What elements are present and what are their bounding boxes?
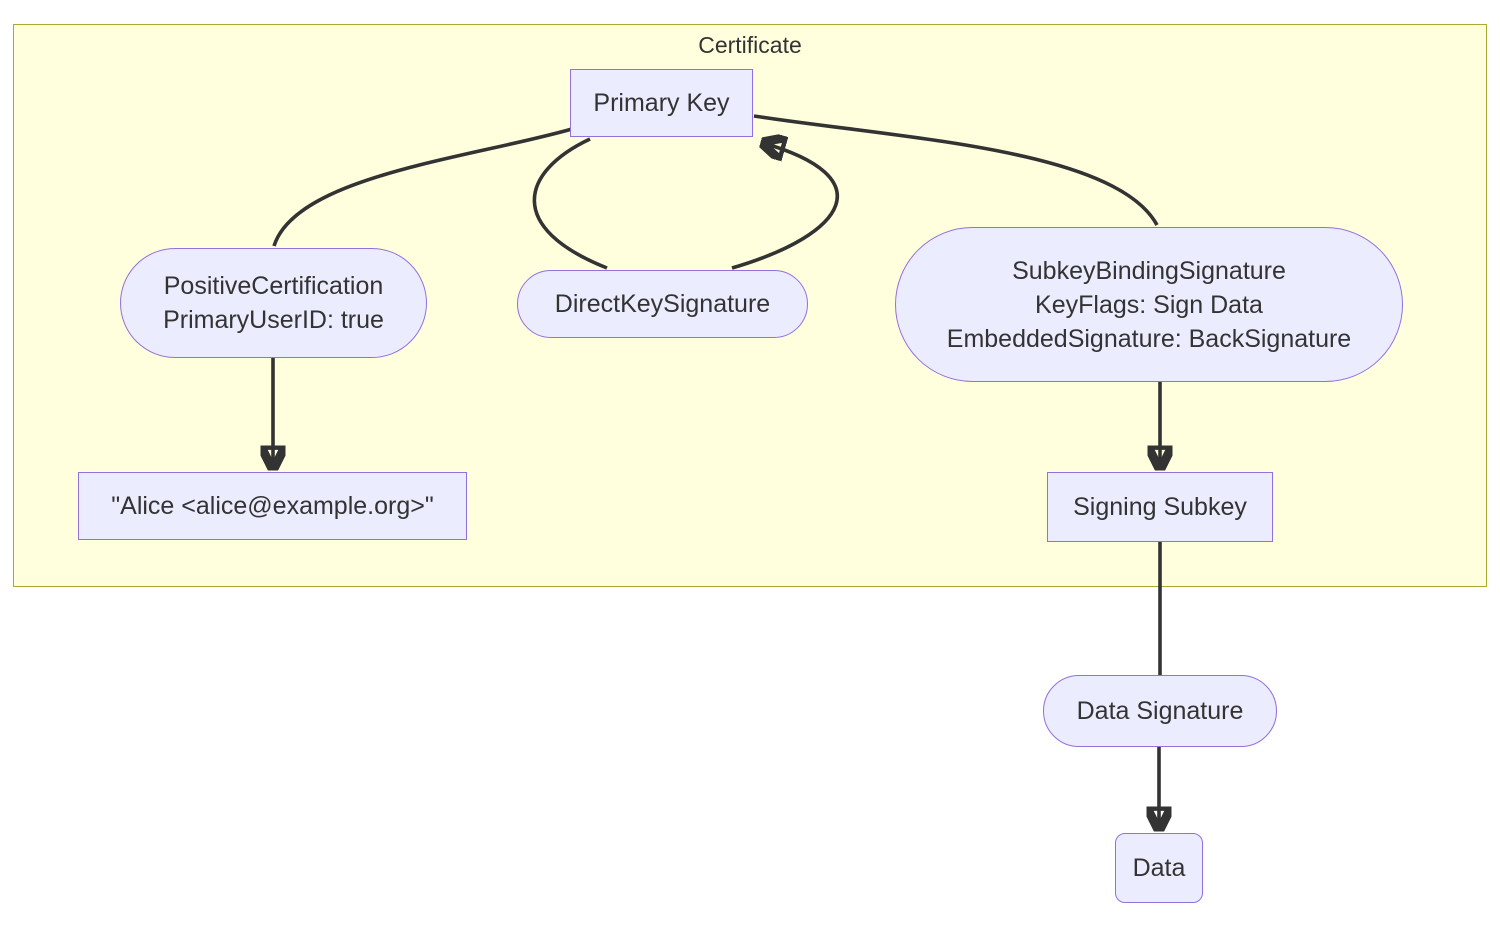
node-positive-certification-line2: PrimaryUserID: true [163,306,384,334]
node-data-signature: Data Signature [1043,675,1277,747]
node-signing-subkey: Signing Subkey [1047,472,1273,542]
node-primary-key-label: Primary Key [593,89,730,117]
node-primary-key: Primary Key [570,69,753,137]
node-user-id-label: "Alice <alice@example.org>" [111,492,434,520]
node-data-label: Data [1132,854,1186,882]
node-positive-certification: PositiveCertification PrimaryUserID: tru… [120,248,427,358]
node-subkey-binding-signature-line1: SubkeyBindingSignature [1012,256,1286,285]
node-positive-certification-line1: PositiveCertification [163,272,384,300]
node-user-id: "Alice <alice@example.org>" [78,472,467,540]
node-direct-key-signature-label: DirectKeySignature [554,290,771,318]
certificate-cluster-label: Certificate [698,32,802,58]
node-direct-key-signature: DirectKeySignature [517,270,808,338]
node-subkey-binding-signature: SubkeyBindingSignature KeyFlags: Sign Da… [895,227,1403,382]
node-data: Data [1115,833,1203,903]
node-data-signature-label: Data Signature [1076,697,1244,725]
node-subkey-binding-signature-line3: EmbeddedSignature: BackSignature [946,324,1352,353]
node-subkey-binding-signature-line2: KeyFlags: Sign Data [1035,290,1263,319]
node-signing-subkey-label: Signing Subkey [1073,493,1247,521]
